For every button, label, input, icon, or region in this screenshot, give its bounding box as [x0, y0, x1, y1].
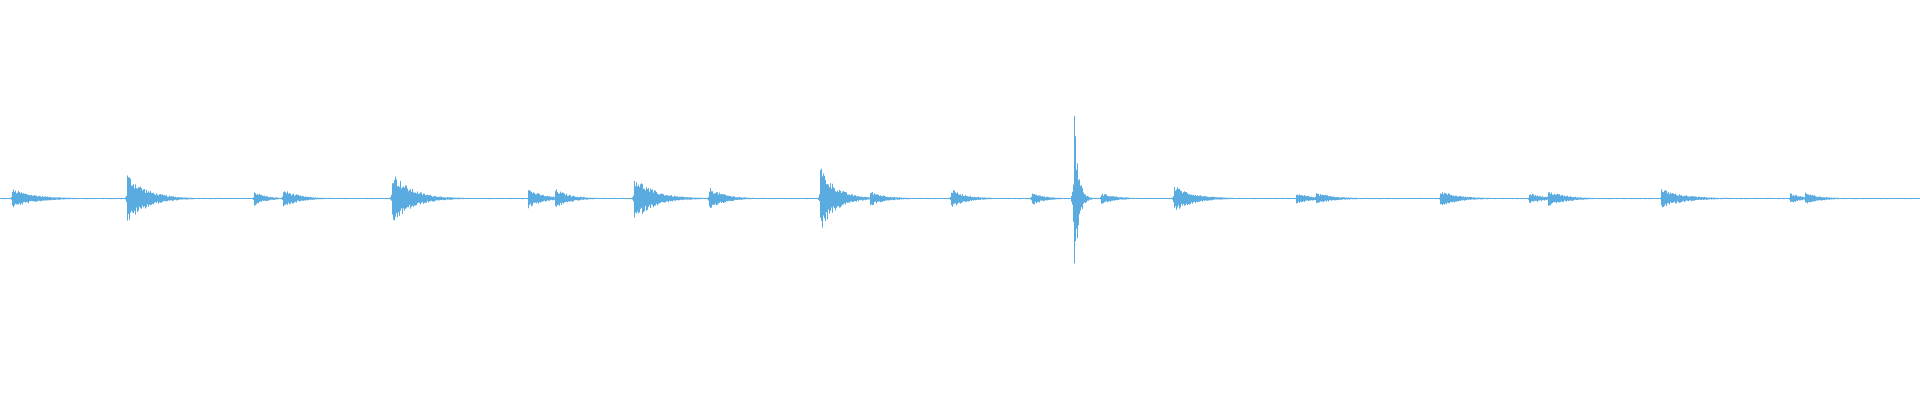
waveform-signal — [0, 116, 1920, 264]
